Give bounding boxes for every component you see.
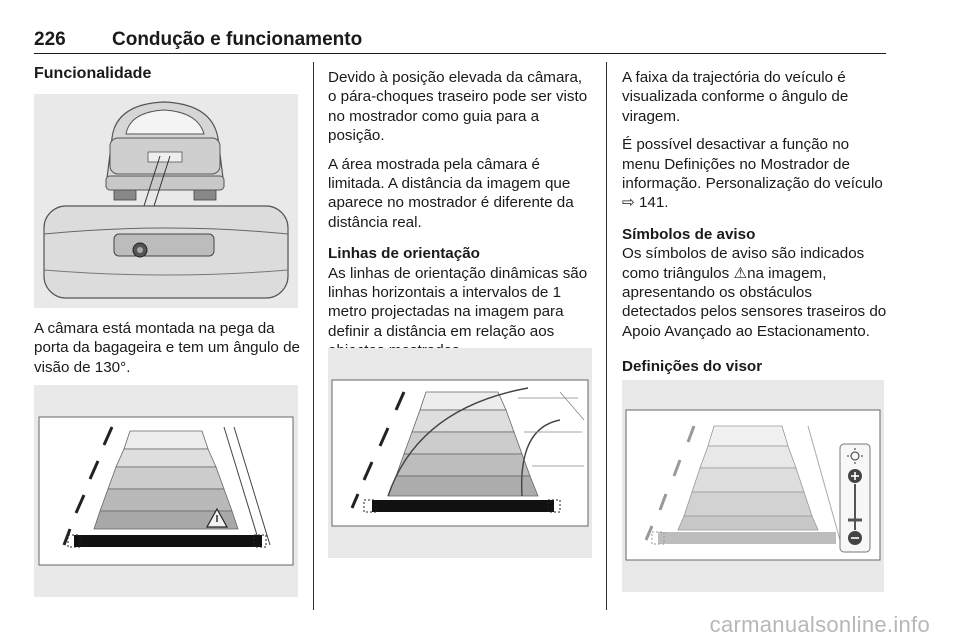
paragraph-disable-function: É possível desactivar a função no menu D…: [622, 135, 888, 213]
disable-text-b: 141.: [634, 194, 669, 212]
watermark: carmanualsonline.info: [709, 612, 930, 637]
column-2: Devido à posição elevada da câmara, o pá…: [328, 68, 592, 370]
warning-text-a: Os símbolos de aviso são indicados como …: [622, 245, 865, 282]
paragraph-dynamic-guidelines: As linhas de orientação dinâmicas são li…: [328, 264, 588, 360]
paragraph-camera-position: A câmara está montada na pega da porta d…: [34, 320, 300, 376]
page-title: Condução e funcionamento: [112, 29, 363, 50]
figure-car-camera: [34, 94, 298, 308]
disable-text-a: É possível desactivar a função no menu D…: [622, 136, 883, 193]
figure-dynamic-guidelines: [328, 348, 592, 558]
column-1-text: A câmara está montada na pega da porta d…: [34, 319, 300, 386]
section-heading-functionality: Funcionalidade: [34, 65, 152, 82]
paragraph-camera-area: A área mostrada pela câmara é limitada. …: [328, 155, 574, 231]
column-divider-left: [313, 62, 314, 610]
section-heading-display-settings: Definições do visor: [622, 358, 763, 376]
page-number: 226: [34, 29, 66, 50]
column-divider-right: [606, 62, 607, 610]
paragraph-trajectory: A faixa da trajectória do veículo é visu…: [622, 69, 849, 125]
warning-triangle-icon: ⚠: [733, 264, 748, 282]
column-1: Funcionalidade: [34, 64, 300, 83]
figure-display-settings: [622, 380, 884, 592]
warning-text-b: na imagem, apresentando os obstáculos de…: [622, 264, 887, 340]
paragraph-bumper-guide: Devido à posição elevada da câmara, o pá…: [328, 69, 588, 145]
page-reference-icon: ⇨: [622, 194, 635, 212]
section-heading-warning-symbols: Símbolos de aviso: [622, 225, 756, 243]
section-heading-guidelines: Linhas de orientação: [328, 245, 480, 263]
figure-guidelines-warning: [34, 385, 298, 597]
column-3: A faixa da trajectória do veículo é visu…: [622, 68, 888, 377]
paragraph-warning-symbols: Os símbolos de aviso são indicados como …: [622, 244, 888, 341]
page-header: 226 Condução e funcionamento: [34, 29, 886, 54]
